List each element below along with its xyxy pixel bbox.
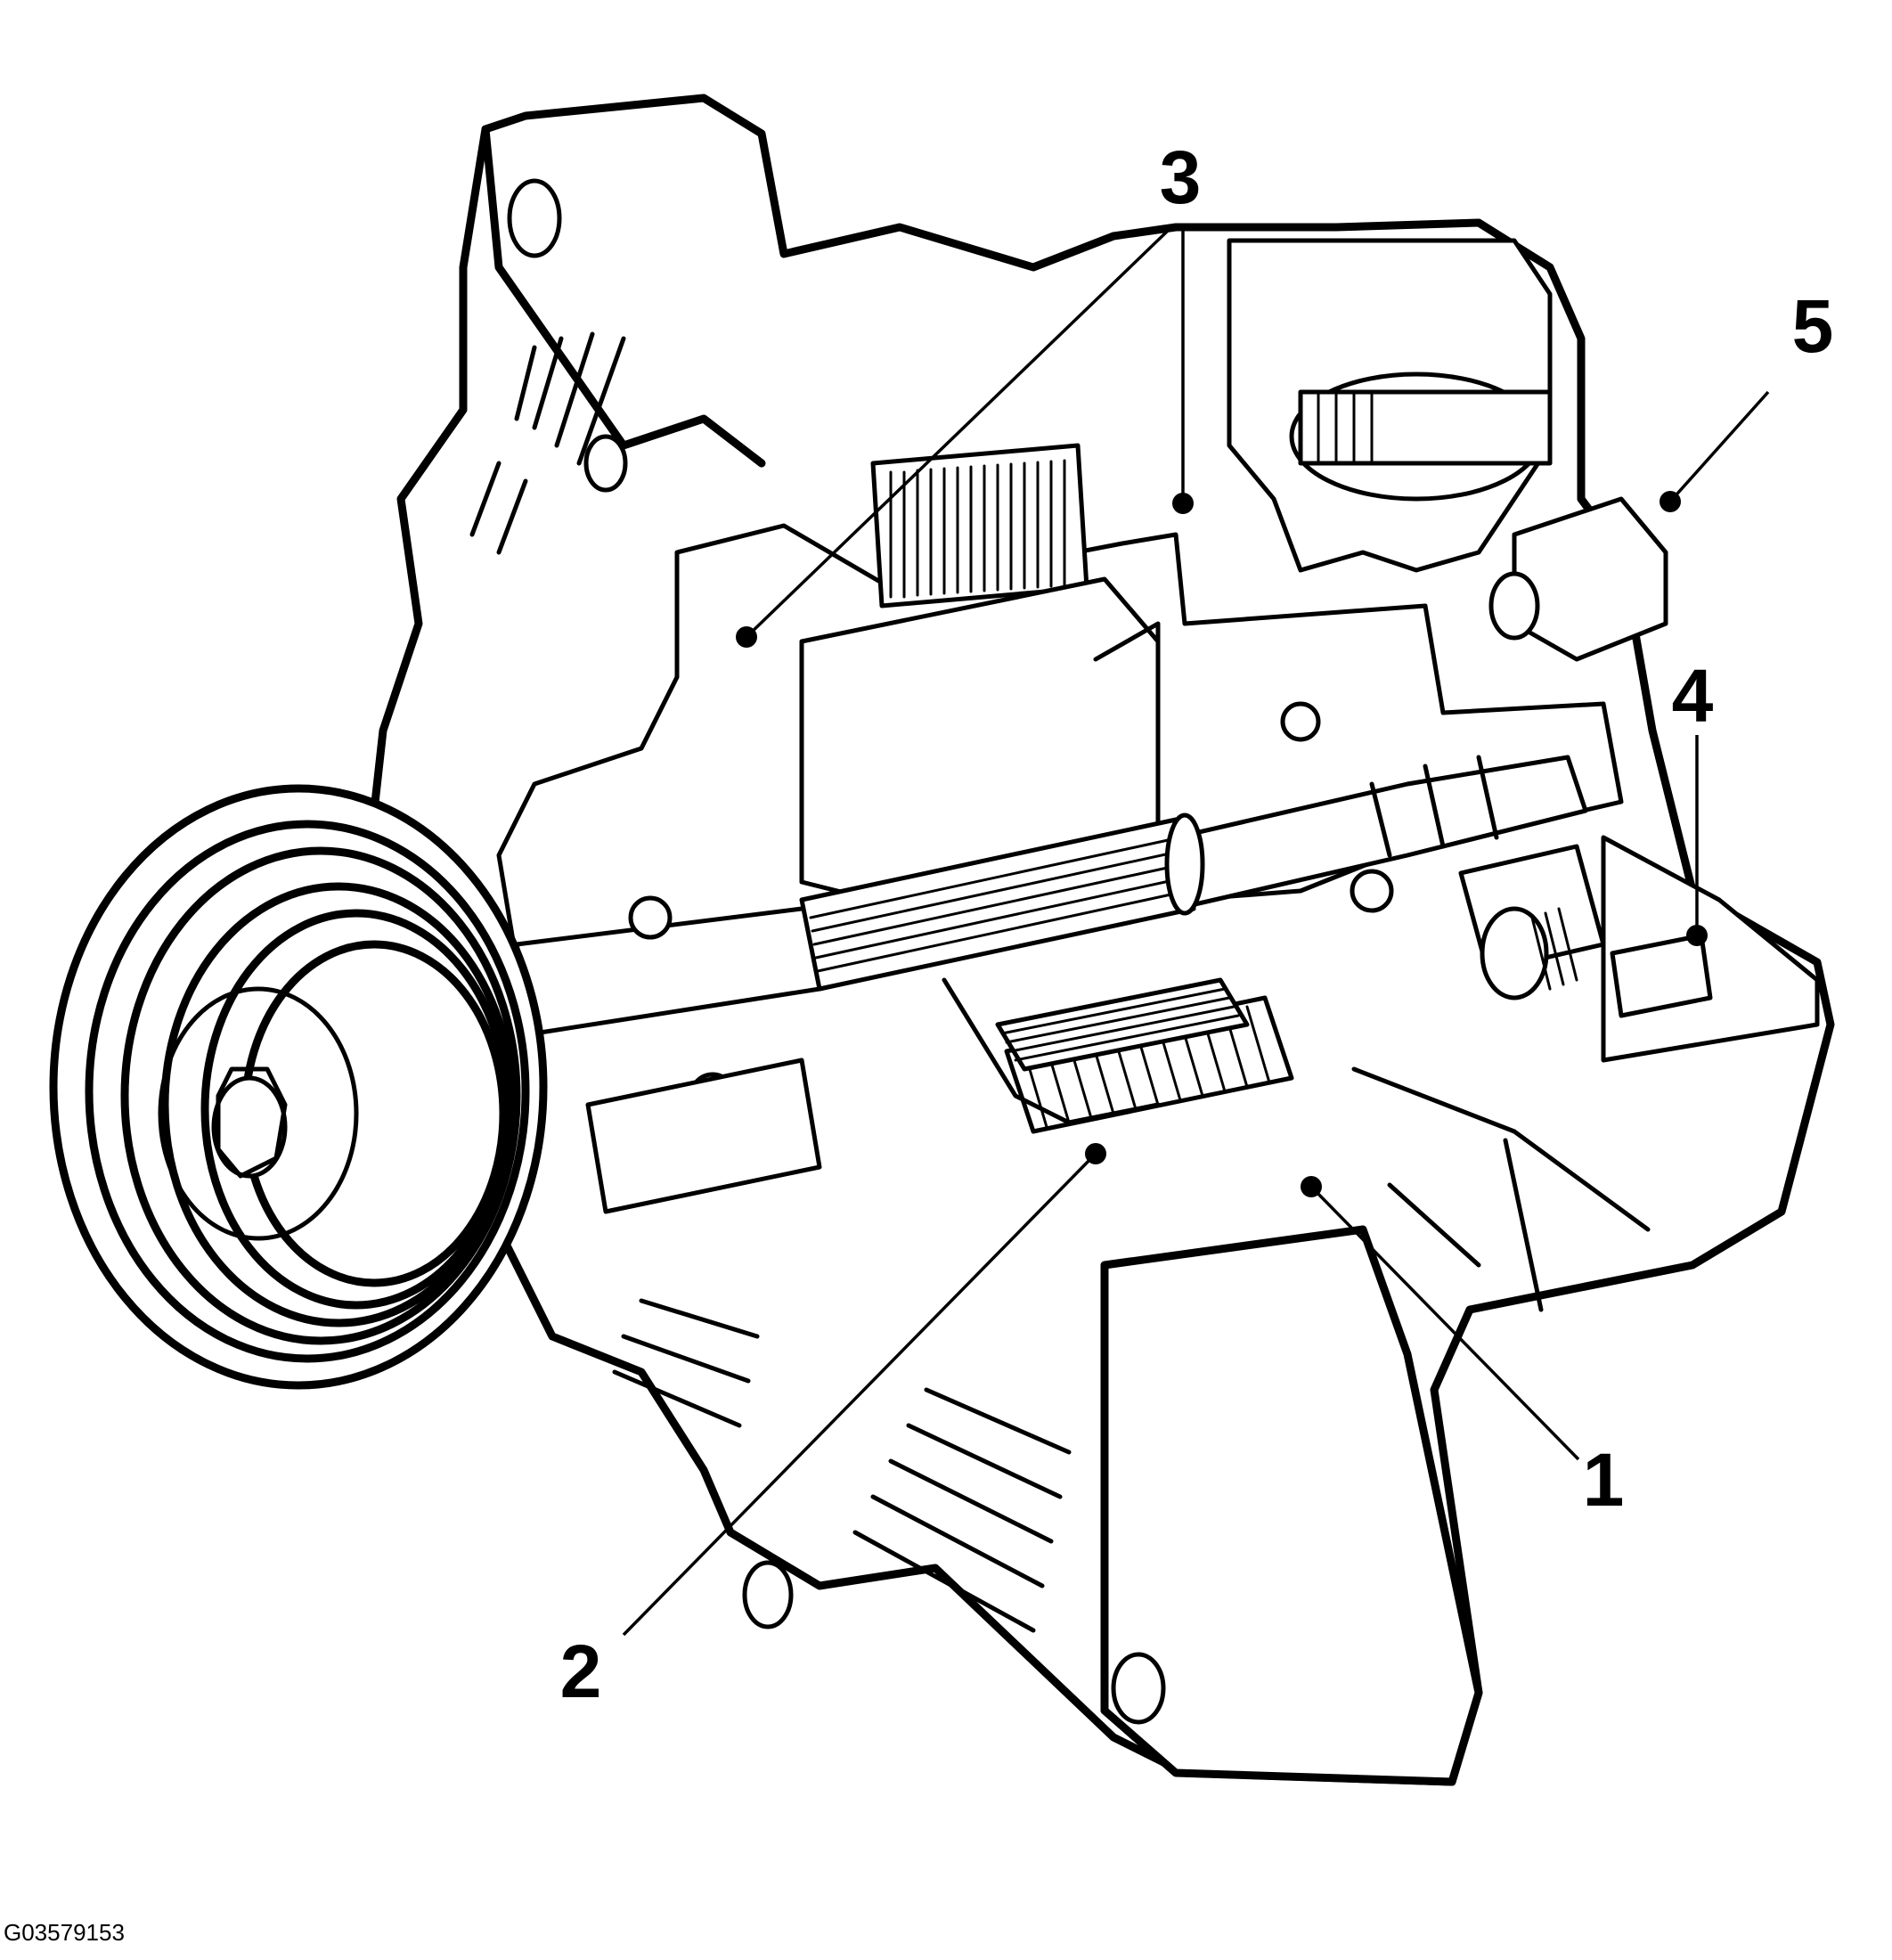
- leader-3a: [745, 228, 1170, 639]
- callout-dot-1: [1301, 1176, 1322, 1197]
- stator-winding-upper: [870, 443, 1089, 608]
- callout-label-3a: 3: [1160, 135, 1202, 219]
- rectifier-bridge: [1458, 844, 1713, 1018]
- callout-label-5: 5: [1792, 284, 1834, 368]
- leader-5: [1668, 390, 1770, 503]
- voltage-regulator: [1227, 238, 1553, 573]
- front-bearing: [585, 895, 822, 1214]
- callout-label-2: 2: [560, 1629, 602, 1713]
- leader-lines: [622, 228, 1770, 1637]
- callout-label-4: 4: [1672, 654, 1714, 738]
- rear-bearing: [1280, 701, 1394, 913]
- leader-1: [1309, 1185, 1580, 1461]
- mount-hole-lower-right: [1111, 1652, 1166, 1725]
- cutaway-interior: [496, 443, 1624, 1000]
- drive-pulley: [49, 784, 548, 1390]
- callout-labels: 1 2 3 4 5: [560, 135, 1834, 1713]
- leader-dots: [736, 491, 1708, 1197]
- callout-dot-5: [1660, 491, 1681, 512]
- callout-dot-3a: [736, 626, 757, 648]
- rotor-shaft: [514, 755, 1588, 1036]
- lower-mount-bracket: [612, 1225, 1483, 1786]
- leader-2: [622, 1152, 1097, 1637]
- callout-dot-3b: [1172, 493, 1194, 514]
- mount-hole-lower-left: [742, 1560, 794, 1629]
- callout-dot-2: [1085, 1143, 1106, 1164]
- rotor-pole-grid-lower: [942, 977, 1250, 1125]
- callout-dot-4: [1686, 925, 1708, 946]
- figure-id-label: G03579153: [4, 1919, 125, 1946]
- b-plus-terminal: [1488, 496, 1668, 662]
- mount-hole-mid: [583, 434, 628, 493]
- mount-hole-upper: [507, 178, 562, 258]
- callout-label-1: 1: [1583, 1438, 1625, 1522]
